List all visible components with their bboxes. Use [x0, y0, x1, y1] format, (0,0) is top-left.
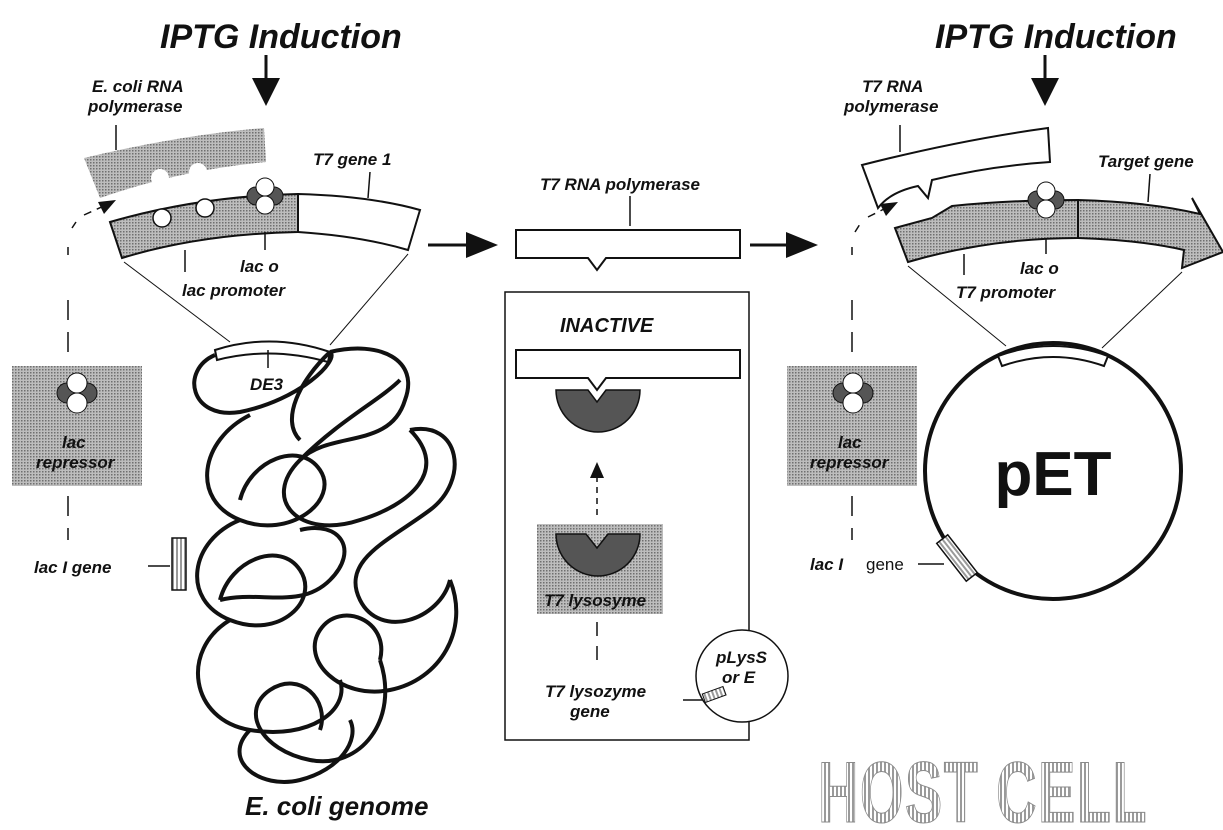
lysozyme-gene-label-1: T7 lysozyme	[545, 682, 646, 701]
left-operator-icon	[246, 177, 284, 215]
right-induction-title: IPTG Induction	[935, 18, 1177, 56]
t7-pol-label: T7 RNA polymerase	[540, 175, 700, 194]
bound-lysozyme-icon	[555, 389, 641, 433]
left-induction-arrow-icon	[252, 78, 280, 106]
right-laci-label: lac I	[810, 555, 844, 574]
lysozyme-label: T7 lysosyme	[544, 591, 646, 610]
arrow-left-to-middle	[428, 232, 498, 258]
right-rna-pol-label-2: polymerase	[843, 97, 939, 116]
right-induction: IPTG Induction	[935, 18, 1177, 106]
de3-insert	[213, 340, 332, 364]
left-laci-gene	[171, 537, 187, 591]
right-lac-o-label: lac o	[1020, 259, 1059, 278]
de3-label: DE3	[250, 375, 284, 394]
left-repressor-label-1: lac	[62, 433, 86, 452]
right-laci-gene	[935, 533, 979, 583]
lysozyme-icon	[555, 533, 641, 577]
target-gene-region	[1077, 197, 1223, 270]
right-repressor-label-2: repressor	[810, 453, 890, 472]
inactive-t7-pol-shape	[515, 349, 741, 392]
ecoli-rna-pol-label-2: polymerase	[87, 97, 183, 116]
left-lac-repressor: lac repressor	[12, 366, 142, 486]
plysS-label-1: pLysS	[715, 648, 768, 667]
inactive-label: INACTIVE	[560, 315, 654, 337]
left-repressor-label-2: repressor	[36, 453, 116, 472]
pet-insert	[996, 345, 1110, 368]
right-gene-segment: Target gene lac o T7 promoter	[893, 152, 1223, 302]
lac-promoter-label: lac promoter	[182, 281, 286, 300]
arrow-middle-to-right	[750, 232, 818, 258]
ecoli-rna-pol-shape	[84, 128, 266, 198]
ecoli-rna-polymerase: E. coli RNA polymerase	[84, 77, 266, 198]
left-laci-label: lac I gene	[34, 558, 111, 577]
host-cell-label: HOST CELL	[818, 745, 1148, 830]
t7-rna-polymerase-active: T7 RNA polymerase	[515, 175, 741, 272]
pet-plasmid: pET	[923, 341, 1183, 601]
right-lac-repressor: lac repressor	[787, 366, 917, 486]
t7-promoter-label: T7 promoter	[956, 283, 1057, 302]
left-lac-o-label: lac o	[240, 257, 279, 276]
right-t7-rna-polymerase: T7 RNA polymerase	[843, 77, 1052, 211]
right-laci-gene-word: gene	[866, 555, 904, 574]
ecoli-rna-pol-label-1: E. coli RNA	[92, 77, 184, 96]
t7-gene-1-label: T7 gene 1	[313, 150, 391, 169]
pet-label: pET	[994, 440, 1111, 509]
ecoli-genome: DE3 E. coli genome	[192, 340, 459, 821]
plysS-label-2: or E	[722, 668, 756, 687]
left-gene-segment: T7 gene 1 lac o lac promoter	[108, 150, 422, 300]
lysozyme-gene-on-plasmid	[701, 685, 727, 704]
t7-gene-1-region	[297, 192, 422, 252]
right-repressor-icon	[832, 372, 874, 414]
target-gene-label: Target gene	[1098, 152, 1194, 171]
t7-pol-shape	[515, 229, 741, 272]
lysozyme-gene-label-2: gene	[569, 702, 610, 721]
right-induction-arrow-icon	[1031, 78, 1059, 106]
plysS-plasmid: pLysS or E	[683, 629, 789, 723]
left-induction: IPTG Induction	[160, 18, 402, 106]
genome-label: E. coli genome	[245, 791, 429, 821]
right-rna-pol-label-1: T7 RNA	[862, 77, 923, 96]
right-t7-pol-shape	[860, 126, 1052, 211]
left-repressor-icon	[56, 372, 98, 414]
left-induction-title: IPTG Induction	[160, 18, 402, 56]
right-repressor-label-1: lac	[838, 433, 862, 452]
right-operator-icon	[1027, 181, 1065, 219]
